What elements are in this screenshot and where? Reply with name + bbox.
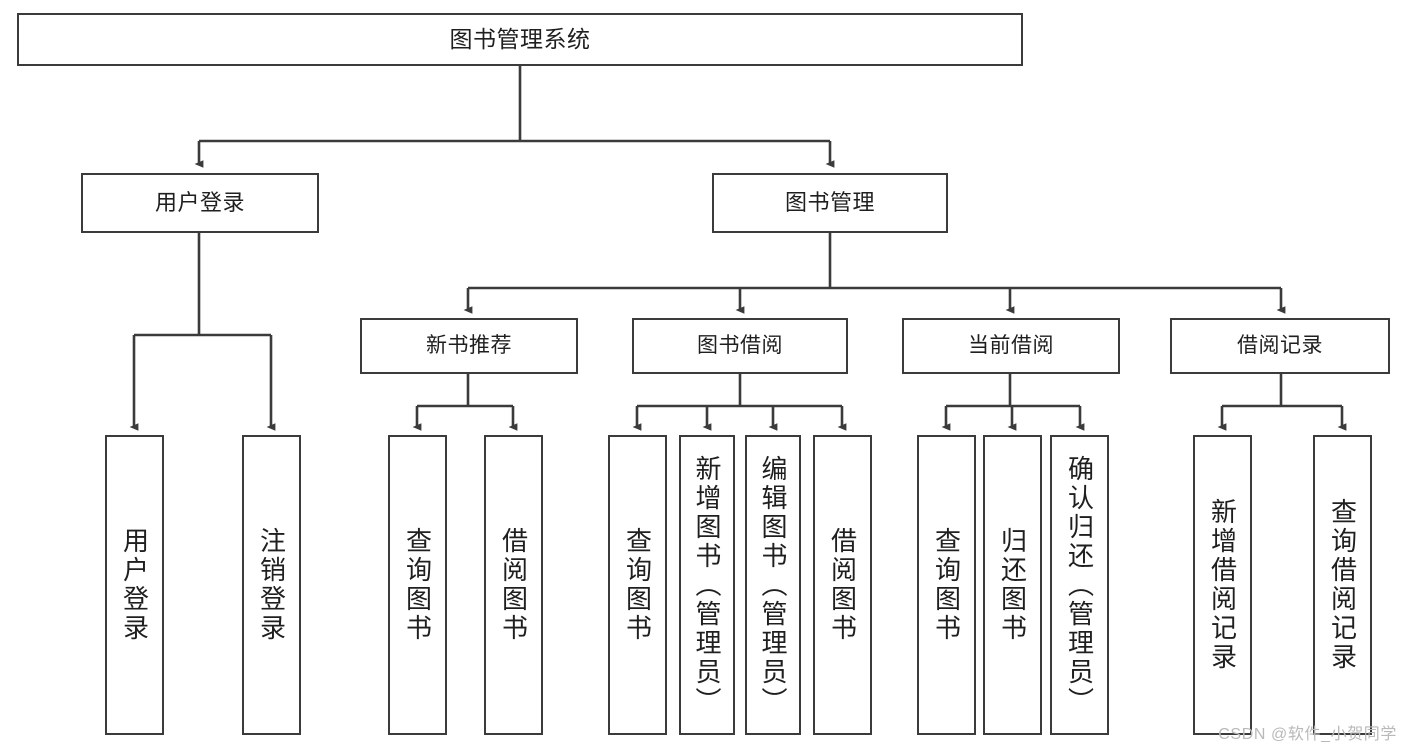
leaf-user-login-login[interactable]: 用户登录 (105, 435, 164, 735)
node-label: 用户登录 (154, 190, 245, 216)
leaf-borrow-record-add-record[interactable]: 新增借阅记录 (1193, 435, 1252, 735)
node-current-borrow[interactable]: 当前借阅 (902, 318, 1120, 374)
node-label: 借阅图书 (498, 527, 529, 643)
node-label: 编辑图书（管理员） (758, 454, 788, 716)
leaf-book-borrow-add-book-admin[interactable]: 新增图书（管理员） (679, 435, 735, 735)
node-label: 图书管理 (784, 190, 875, 216)
node-book-borrow[interactable]: 图书借阅 (632, 318, 848, 374)
leaf-book-borrow-borrow-book[interactable]: 借阅图书 (813, 435, 872, 735)
node-label: 查询图书 (931, 527, 962, 643)
node-borrow-record[interactable]: 借阅记录 (1170, 318, 1390, 374)
node-new-book-recommend[interactable]: 新书推荐 (360, 318, 578, 374)
leaf-current-borrow-query-book[interactable]: 查询图书 (917, 435, 976, 735)
node-label: 用户登录 (119, 527, 150, 643)
leaf-new-book-borrow-book[interactable]: 借阅图书 (484, 435, 543, 735)
node-book-management[interactable]: 图书管理 (712, 173, 948, 233)
node-label: 注销登录 (256, 527, 287, 643)
node-label: 图书借阅 (697, 333, 783, 357)
node-label: 图书管理系统 (449, 25, 591, 52)
leaf-user-login-logout[interactable]: 注销登录 (242, 435, 301, 735)
leaf-current-borrow-return-book[interactable]: 归还图书 (983, 435, 1042, 735)
node-label: 新书推荐 (426, 333, 512, 357)
node-user-login[interactable]: 用户登录 (81, 173, 319, 233)
node-root-book-management-system[interactable]: 图书管理系统 (17, 13, 1023, 66)
leaf-book-borrow-query-book[interactable]: 查询图书 (608, 435, 667, 735)
node-label: 确认归还（管理员） (1064, 454, 1095, 716)
leaf-borrow-record-query-record[interactable]: 查询借阅记录 (1313, 435, 1372, 735)
node-label: 当前借阅 (968, 333, 1054, 357)
node-label: 借阅记录 (1237, 333, 1323, 357)
node-label: 借阅图书 (827, 527, 858, 643)
node-label: 归还图书 (997, 527, 1028, 643)
node-label: 查询图书 (402, 527, 433, 643)
leaf-current-borrow-confirm-return-admin[interactable]: 确认归还（管理员） (1050, 435, 1109, 735)
node-label: 查询图书 (622, 527, 653, 643)
leaf-book-borrow-edit-book-admin[interactable]: 编辑图书（管理员） (745, 435, 801, 735)
node-label: 新增借阅记录 (1207, 498, 1238, 672)
leaf-new-book-query-book[interactable]: 查询图书 (388, 435, 447, 735)
node-label: 查询借阅记录 (1327, 498, 1358, 672)
csdn-watermark: CSDN @软件_小贺同学 (1218, 726, 1397, 743)
node-label: 新增图书（管理员） (692, 454, 722, 716)
